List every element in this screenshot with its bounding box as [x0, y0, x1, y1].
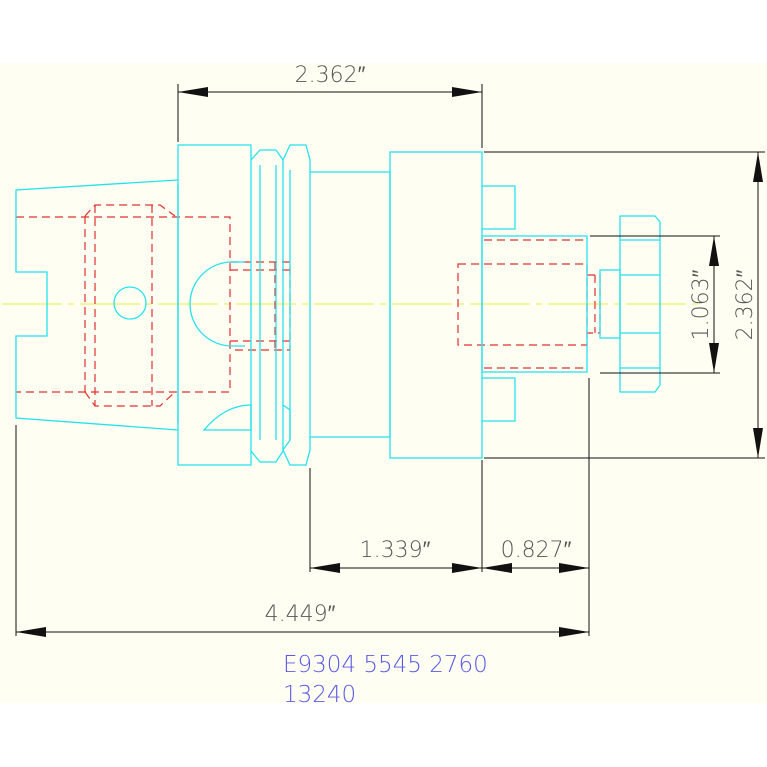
dim-overall-top: 2.362″	[295, 63, 366, 88]
paper-background	[0, 63, 767, 703]
part-label-line2: 13240	[283, 682, 356, 708]
part-outline	[15, 144, 661, 466]
dimension-lines	[15, 84, 765, 637]
dimension-labels: 2.362″ 2.362″ 1.063″ 1.339″ 0.827″ 4.449…	[265, 63, 758, 627]
dim-body-width: 1.339″	[360, 538, 431, 563]
part-label: E9304 5545 2760 13240	[283, 652, 488, 708]
part-label-line1: E9304 5545 2760	[283, 652, 488, 678]
dim-overall-length: 4.449″	[265, 602, 336, 627]
dim-shank-width: 0.827″	[501, 538, 572, 563]
dim-bore-height: 1.063″	[689, 269, 714, 340]
dim-height-right: 2.362″	[733, 269, 758, 340]
